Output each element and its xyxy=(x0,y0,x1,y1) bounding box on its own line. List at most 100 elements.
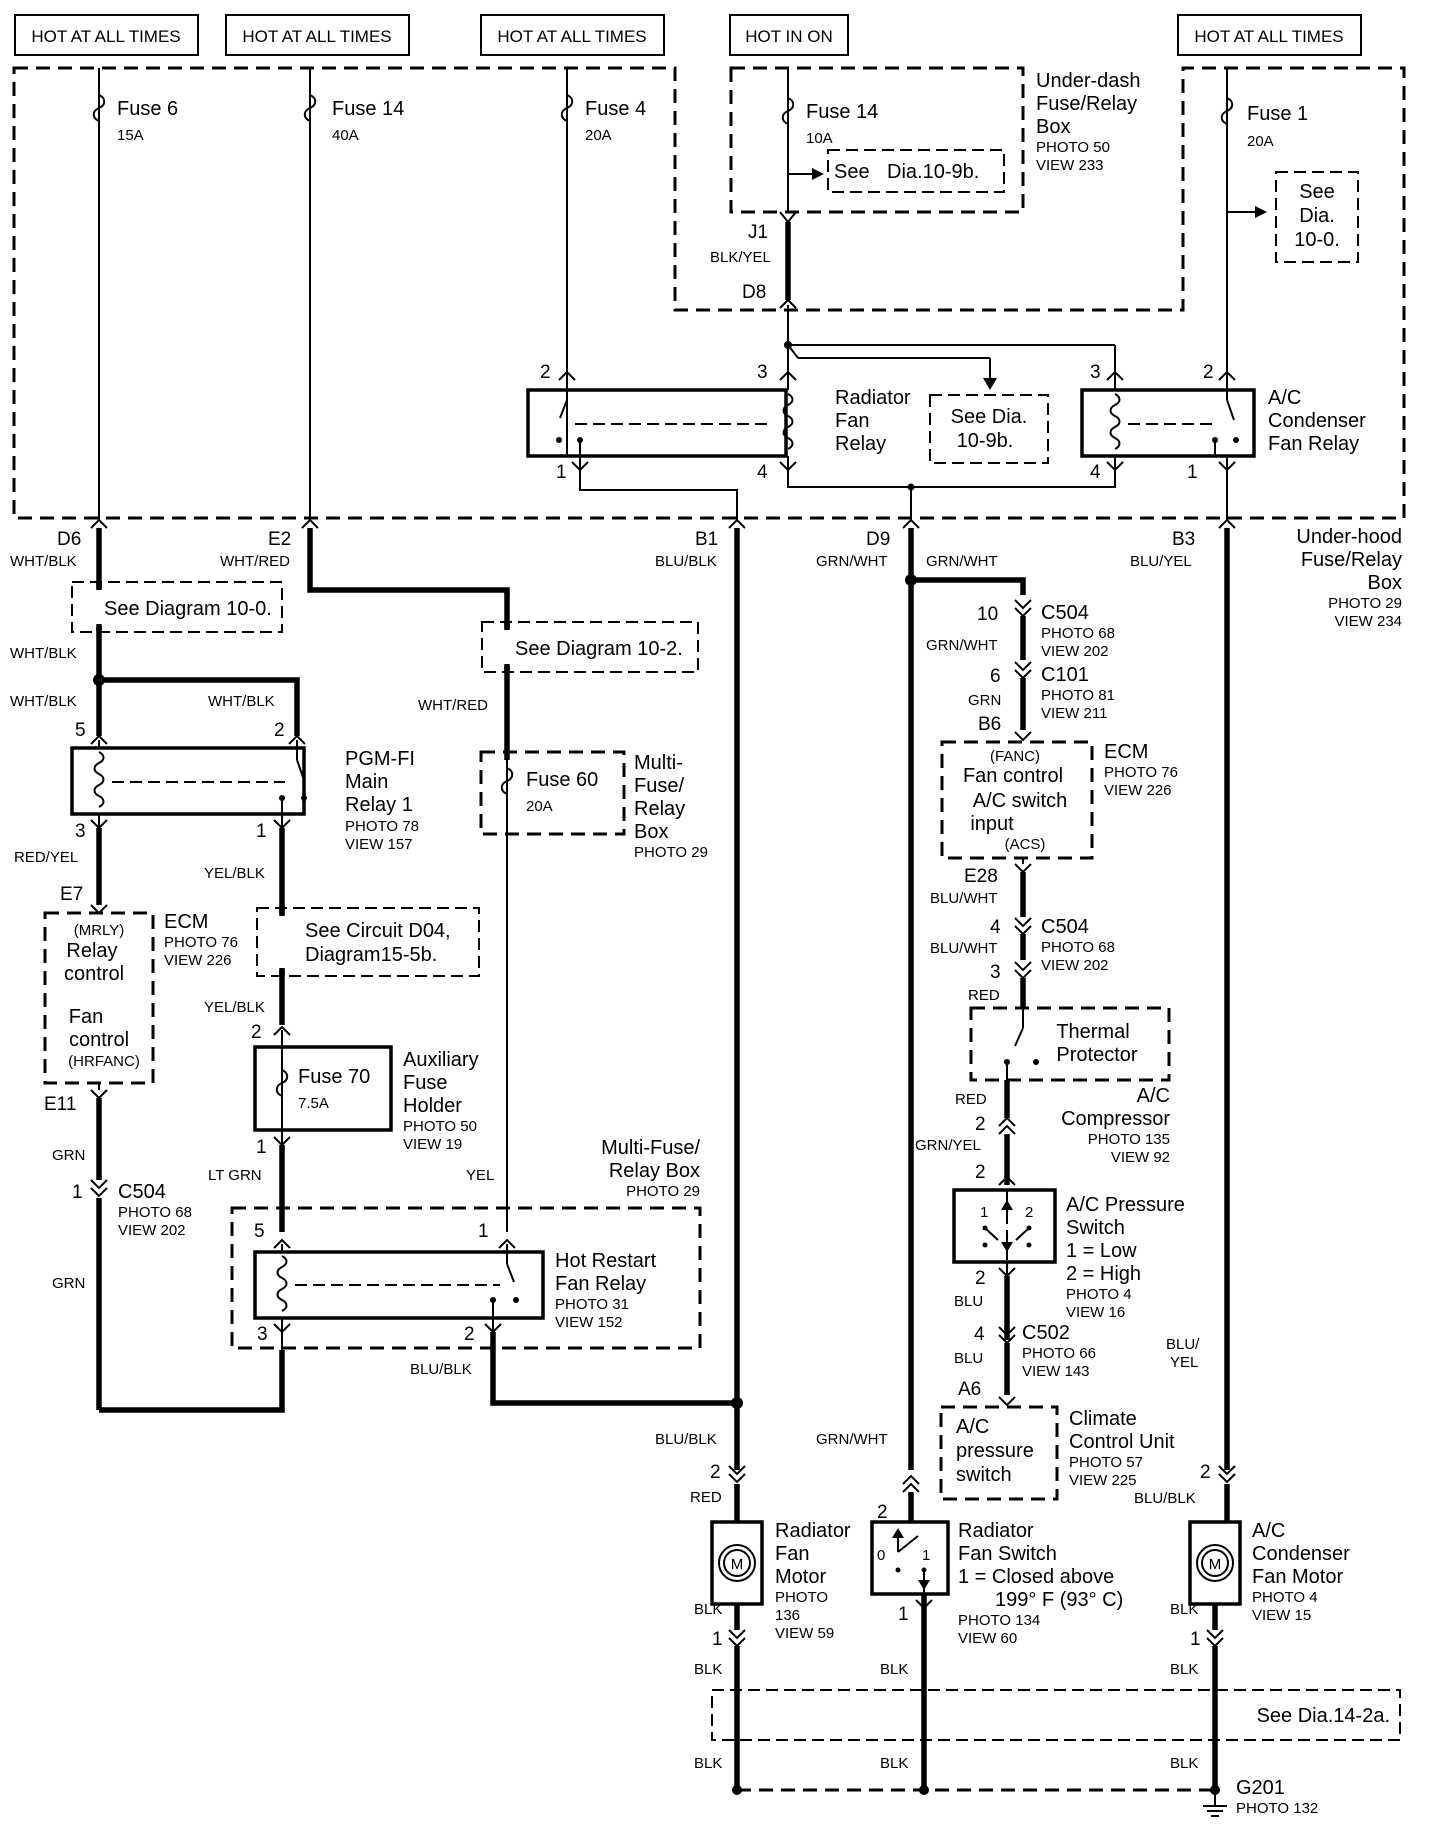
ecm-r-l1: Fan control xyxy=(963,765,1063,787)
wire-red-tp-2: RED xyxy=(955,1091,987,1108)
rfs-view: VIEW 60 xyxy=(958,1630,1017,1647)
see-10-9b-a: See Dia. xyxy=(951,406,1028,428)
ecm-r-l2: A/C switch xyxy=(973,790,1067,812)
c504b-photo: PHOTO 68 xyxy=(1041,939,1115,956)
acm-l1: A/C xyxy=(1252,1520,1285,1542)
aux-l2: Fuse xyxy=(403,1072,447,1094)
ac-relay-pin-3: 3 xyxy=(1090,362,1101,383)
fuse-1-amp: 20A xyxy=(1247,133,1274,150)
underhood-view: VIEW 234 xyxy=(1334,613,1402,630)
pgm-l3: Relay 1 xyxy=(345,794,413,816)
header-label-4: HOT IN ON xyxy=(745,27,833,46)
pgm-l1: PGM-FI xyxy=(345,748,415,770)
see-diagram-10-2-box xyxy=(481,621,699,673)
ac-condenser-fan-motor-circuit: BLU/ YEL 2 BLU/BLK M A/C Condenser Fan M… xyxy=(1134,528,1350,1790)
d6-label: D6 xyxy=(57,529,81,550)
fuse-60-amp: 20A xyxy=(526,798,553,815)
ac-comp-l1: A/C xyxy=(1137,1085,1170,1107)
underdash-label: Under-dash Fuse/Relay Box PHOTO 50 VIEW … xyxy=(1036,70,1141,174)
ps-inner-1: 1 xyxy=(980,1204,988,1221)
radiator-fan-switch-box xyxy=(870,1520,950,1596)
wire-blu-blk-b1: BLU/BLK xyxy=(655,1431,717,1448)
underhood-photo: PHOTO 29 xyxy=(1328,595,1402,612)
rad-relay-pin-2: 2 xyxy=(540,362,551,383)
see-10-0-l3: 10-0. xyxy=(1294,229,1340,251)
ecm-fanc: (FANC) xyxy=(990,748,1040,765)
wire-wht-blk-3: WHT/BLK xyxy=(10,693,77,710)
acm-pin-2: 2 xyxy=(1200,1462,1211,1483)
acm-pin-1: 1 xyxy=(1190,1629,1201,1650)
ac-relay-pin-2: 2 xyxy=(1203,362,1214,383)
ps-view: VIEW 16 xyxy=(1066,1304,1125,1321)
b6-label: B6 xyxy=(978,714,1001,735)
rad-relay-l2: Fan xyxy=(835,410,869,432)
see-10-0-l2: Dia. xyxy=(1299,205,1335,227)
underdash-photo: PHOTO 50 xyxy=(1036,139,1110,156)
pgm-pin-3: 3 xyxy=(75,821,86,842)
wire-d6-label: WHT/BLK xyxy=(10,553,77,570)
mfr-l2: Relay Box xyxy=(609,1160,700,1182)
ps-pin-2b: 2 xyxy=(975,1268,986,1289)
connector-row: D6 E2 B1 D9 B3 WHT/BLK WHT/RED BLU/BLK G… xyxy=(10,518,1236,570)
ground-section: See Dia.14-2a. G201 PHOTO 132 xyxy=(711,1689,1401,1817)
header-box-2 xyxy=(225,14,410,56)
ecm-relay: Relay xyxy=(66,940,117,962)
c101: C101 xyxy=(1041,664,1089,686)
see-diagram-10-0-box xyxy=(71,581,283,633)
rfs-inner-1: 1 xyxy=(922,1547,930,1564)
climate-control-unit-box xyxy=(939,1405,1059,1501)
ccu-l1: Climate xyxy=(1069,1408,1137,1430)
fuse-14b-label: Fuse 14 xyxy=(806,101,878,123)
wire-wht-red-2: WHT/RED xyxy=(418,697,488,714)
wire-yel-blk-2: YEL/BLK xyxy=(204,999,265,1016)
wire-blu-yel-a: BLU/ xyxy=(1166,1336,1200,1353)
wire-grn-2: GRN xyxy=(52,1275,85,1292)
c101-photo: PHOTO 81 xyxy=(1041,687,1115,704)
fuse-4-symbol xyxy=(560,94,574,122)
wire-wht-blk-2: WHT/BLK xyxy=(10,645,77,662)
wire-grn-3: GRN xyxy=(968,692,1001,709)
rfs-inner-0: 0 xyxy=(877,1547,885,1564)
mf-l4: Box xyxy=(634,821,668,843)
ecm-left-view: VIEW 226 xyxy=(164,952,232,969)
fuse-14b-symbol xyxy=(781,97,795,125)
see-label-b: Dia.10-9b. xyxy=(887,161,979,183)
c101-view: VIEW 211 xyxy=(1041,705,1107,722)
rfs-pin-2: 2 xyxy=(877,1502,888,1523)
see-diagram-10-2: See Diagram 10-2. xyxy=(515,638,683,660)
wire-blk-rfs-2: BLK xyxy=(880,1755,908,1772)
mf-l1: Multi- xyxy=(634,752,683,774)
wire-blu-1: BLU xyxy=(954,1293,983,1310)
aux-l3: Holder xyxy=(403,1095,462,1117)
ccu-in-2: pressure xyxy=(956,1440,1034,1462)
ac-condenser-fan-relay: 3 2 A/C Condenser Fan Relay 4 1 xyxy=(1080,362,1366,520)
pgm-pin-1: 1 xyxy=(256,821,267,842)
pgm-pin-5: 5 xyxy=(75,720,86,741)
rfs-l4: 199° F (93° C) xyxy=(995,1589,1123,1611)
hot-restart-relay-box xyxy=(230,1206,702,1350)
see-diagram-10-0: See Diagram 10-0. xyxy=(104,598,272,620)
wire-blk-rfm-1: BLK xyxy=(694,1601,722,1618)
c504-left-view: VIEW 202 xyxy=(118,1222,186,1239)
wire-e2-label: WHT/RED xyxy=(220,553,290,570)
underdash-l2: Fuse/Relay xyxy=(1036,93,1137,115)
ecm-right-label: ECM xyxy=(1104,741,1148,763)
tp-l2: Protector xyxy=(1056,1044,1137,1066)
c504b-pin-3: 3 xyxy=(990,962,1001,983)
comp-pin-2: 2 xyxy=(975,1114,986,1135)
fuse-6-symbol xyxy=(92,94,106,122)
header-boxes: HOT AT ALL TIMES HOT AT ALL TIMES HOT AT… xyxy=(14,14,1362,56)
rfm-l3: Motor xyxy=(775,1566,826,1588)
rad-relay-pin-1: 1 xyxy=(556,462,567,483)
j1-d8-connector: J1 BLK/YEL D8 xyxy=(710,211,797,380)
d9-label: D9 xyxy=(866,529,890,550)
ac-comp-view: VIEW 92 xyxy=(1111,1149,1170,1166)
rfs-pin-1: 1 xyxy=(898,1604,909,1625)
acm-l3: Fan Motor xyxy=(1252,1566,1343,1588)
d8-label: D8 xyxy=(742,282,766,303)
wire-blk-rfm-2: BLK xyxy=(694,1661,722,1678)
fuse-60-label: Fuse 60 xyxy=(526,769,598,791)
see-circuit-d04-box xyxy=(256,907,480,977)
top-fuses: Fuse 6 15A Fuse 14 40A Fuse 4 20A Fuse 1… xyxy=(92,68,1359,520)
see-dia-14-2a-box xyxy=(711,1689,1401,1741)
